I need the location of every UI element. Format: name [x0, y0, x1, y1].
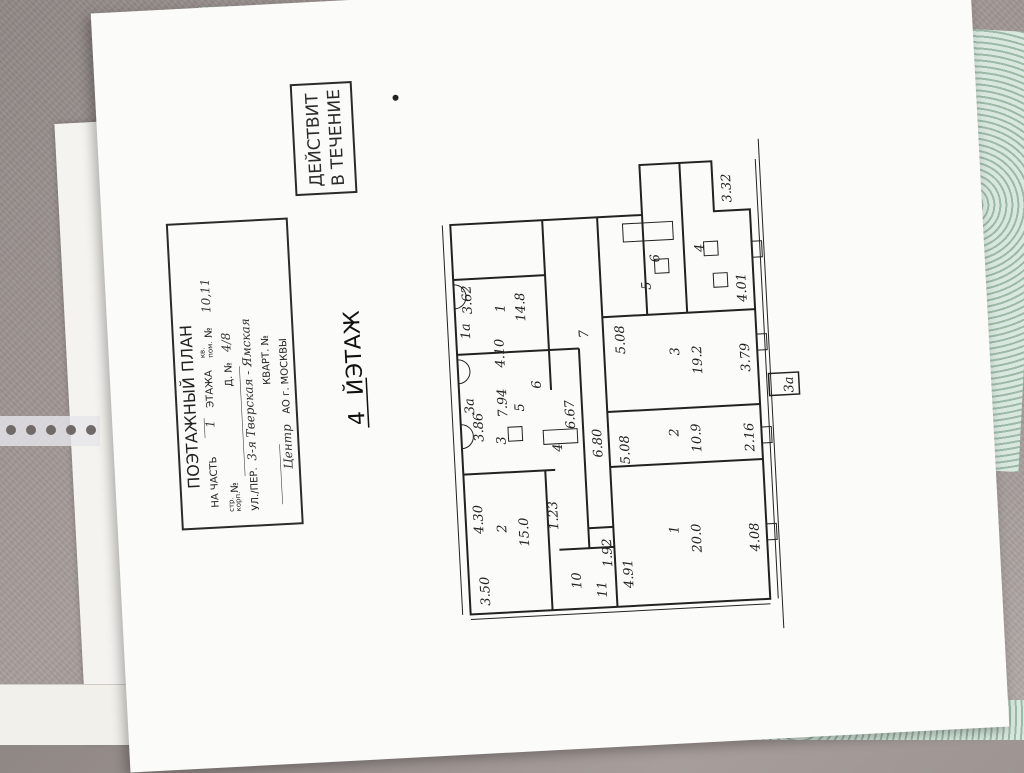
plan-label: 3а: [782, 376, 798, 393]
validity-stamp: ДЕЙСТВИТ В ТЕЧЕНИЕ: [289, 80, 358, 197]
plan-label: 15.0: [517, 517, 533, 547]
house-value: 4/8: [219, 332, 234, 353]
room-labels: 3.32 4.01 4 6 5 5.08 3.79 3 19.2 3а 2 10…: [458, 173, 798, 606]
plan-label: 11: [595, 581, 611, 598]
plan-label: 4: [551, 443, 566, 453]
ink-dot: [392, 94, 399, 101]
plan-label: 14.8: [513, 292, 529, 322]
pom-number-value: 10,11: [198, 278, 214, 313]
plan-label: 3.79: [738, 342, 754, 372]
apt-label: КВАРТ. №: [260, 335, 274, 385]
plan-label: 19.2: [690, 345, 706, 375]
floor-label: ЭТАЖА: [204, 370, 217, 408]
punch-hole: [86, 425, 96, 435]
plan-label: 7: [577, 329, 592, 339]
plan-label: 3: [668, 347, 683, 356]
plan-label: 2: [667, 428, 682, 438]
house-label: Д. №: [223, 362, 235, 387]
punch-hole: [26, 425, 36, 435]
plan-label: 2.16: [742, 422, 759, 453]
plan-label: 2: [495, 524, 510, 534]
plan-label: 6.67: [563, 399, 580, 429]
floor-number: 4: [345, 410, 371, 425]
floor-value: 1: [203, 420, 217, 428]
plan-label: 4.10: [492, 338, 509, 369]
korp-label: корп.: [234, 492, 243, 512]
on-part-label: НА ЧАСТЬ: [208, 456, 222, 508]
plan-label: 3.62: [459, 285, 475, 315]
plan-label: 10.9: [689, 423, 705, 453]
plan-label: 5.08: [613, 325, 629, 355]
plan-label: 1а: [458, 323, 474, 340]
plan-label: 5: [640, 281, 655, 290]
plan-label: 5: [513, 403, 528, 412]
punch-hole: [66, 425, 76, 435]
floor-word: ЭТАЖ: [340, 310, 369, 379]
floor-plan-sheet: ДЕЙСТВИТ В ТЕЧЕНИЕ ПОЭТАЖНЫЙ ПЛАН НА ЧАС…: [90, 0, 1010, 773]
plan-label: 3а: [462, 398, 478, 415]
building-number-label: №: [229, 482, 241, 493]
stamp-line-1: ДЕЙСТВИТ: [300, 92, 327, 187]
plan-label: 10: [570, 572, 586, 589]
title-block: ПОЭТАЖНЫЙ ПЛАН НА ЧАСТЬ 1 ЭТАЖА кв. пом.…: [165, 217, 304, 531]
street-value: 3-я Тверская - Ямская: [238, 318, 259, 461]
pom-label: пом.: [206, 341, 215, 358]
floor-label: 4 Й ЭТАЖ: [340, 310, 371, 428]
plan-label: 4.30: [471, 505, 488, 536]
plan-label: 4: [693, 243, 708, 253]
plan-label: 1.92: [600, 538, 616, 568]
plan-label: 1: [667, 525, 682, 534]
floor-plan: [441, 138, 801, 629]
district-suffix: АО г. МОСКВЫ: [278, 338, 293, 414]
plan-label: 4.91: [621, 559, 638, 590]
stamp-line-2: В ТЕЧЕНИЕ: [324, 89, 349, 187]
plan-label: 1: [493, 304, 508, 313]
plan-label: 3.86: [471, 412, 487, 442]
plan-label: 7.94: [495, 388, 511, 418]
plan-label: 3.50: [478, 576, 494, 606]
plan-label: 20.0: [689, 523, 706, 554]
plan-label: 6.80: [590, 428, 606, 458]
plan-label: 4.01: [734, 272, 751, 303]
building-label: стр.: [227, 497, 236, 512]
plan-label: 3.32: [719, 173, 735, 203]
floor-plan-drawing: ДЕЙСТВИТ В ТЕЧЕНИЕ ПОЭТАЖНЫЙ ПЛАН НА ЧАС…: [165, 80, 801, 629]
street-label: УЛ./ПЕР.: [249, 467, 262, 511]
punch-hole: [46, 425, 56, 435]
plan-label: 6: [530, 380, 545, 389]
punch-hole: [6, 425, 16, 435]
plan-label: 4.08: [747, 522, 764, 553]
pom-number-label: №: [203, 327, 215, 338]
plan-label: 1.23: [546, 501, 562, 531]
district-value: Центр: [279, 424, 295, 470]
plan-label: 6: [648, 254, 663, 263]
plan-label: 3: [494, 436, 509, 445]
floor-number-suffix: Й: [342, 378, 369, 396]
kv-label: кв.: [198, 347, 207, 358]
plastic-sleeve: [0, 416, 100, 446]
plan-label: 5.08: [618, 435, 634, 465]
